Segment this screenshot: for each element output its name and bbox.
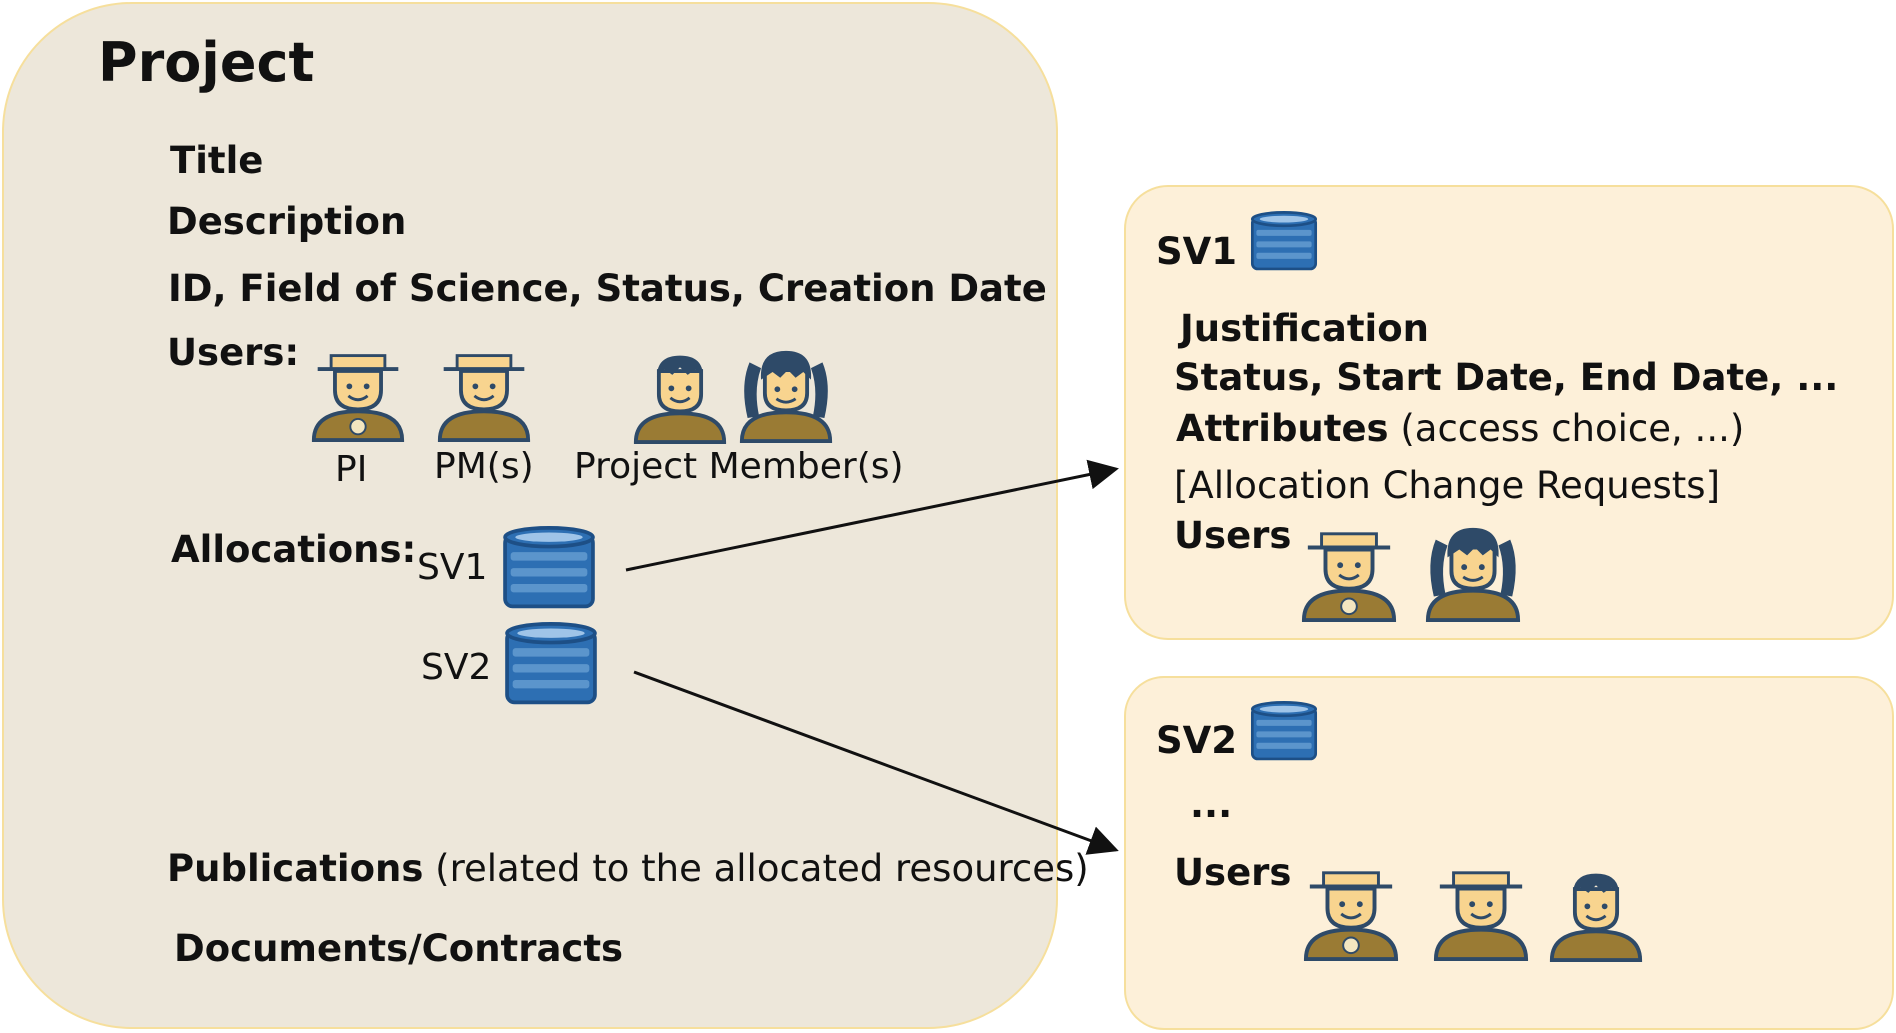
sv1-user-woman-icon bbox=[1424, 523, 1522, 623]
allocation-sv2-database-icon bbox=[498, 622, 604, 708]
project-heading: Project bbox=[98, 31, 315, 94]
sv1-attributes-line: Attributes (access choice, ...) bbox=[1176, 410, 1744, 447]
sv2-database-icon bbox=[1244, 701, 1324, 763]
sv1-database-icon bbox=[1244, 211, 1324, 273]
project-title-label: Title bbox=[170, 139, 264, 182]
sv1-attributes-note: (access choice, ...) bbox=[1400, 407, 1745, 450]
allocation-sv1-label: SV1 bbox=[417, 547, 488, 588]
pi-label: PI bbox=[335, 449, 368, 490]
sv2-user-man-icon bbox=[1548, 866, 1644, 962]
project-member-man-icon bbox=[632, 348, 728, 444]
sv2-user-pi-icon bbox=[1302, 862, 1400, 962]
publications-line: Publications (related to the allocated r… bbox=[167, 850, 1089, 887]
allocations-label: Allocations: bbox=[171, 528, 417, 571]
sv1-change-requests: [Allocation Change Requests] bbox=[1174, 464, 1721, 507]
project-meta-label: ID, Field of Science, Status, Creation D… bbox=[168, 267, 1047, 310]
pm-person-icon bbox=[436, 345, 532, 443]
sv2-heading: SV2 bbox=[1156, 719, 1238, 762]
sv1-justification: Justification bbox=[1180, 307, 1429, 350]
project-description-label: Description bbox=[167, 200, 407, 243]
sv1-user-pi-icon bbox=[1300, 523, 1398, 623]
project-users-label: Users: bbox=[167, 331, 300, 374]
sv2-users-label: Users bbox=[1174, 851, 1292, 894]
sv1-users-label: Users bbox=[1174, 514, 1292, 557]
allocation-sv1-database-icon bbox=[496, 526, 602, 612]
sv2-user-pm-icon bbox=[1432, 862, 1530, 962]
pi-person-icon bbox=[310, 345, 406, 443]
publications-note: (related to the allocated resources) bbox=[435, 847, 1089, 890]
allocation-sv2-label: SV2 bbox=[421, 647, 492, 688]
project-member-label: Project Member(s) bbox=[574, 446, 904, 487]
documents-label: Documents/Contracts bbox=[174, 927, 624, 970]
sv1-attributes-label: Attributes bbox=[1176, 407, 1389, 450]
publications-label: Publications bbox=[167, 847, 424, 890]
sv1-status-line: Status, Start Date, End Date, ... bbox=[1174, 356, 1839, 399]
pm-label: PM(s) bbox=[434, 446, 534, 487]
project-member-woman-icon bbox=[738, 346, 834, 444]
sv1-heading: SV1 bbox=[1156, 230, 1238, 273]
sv2-ellipsis: ... bbox=[1190, 783, 1233, 826]
